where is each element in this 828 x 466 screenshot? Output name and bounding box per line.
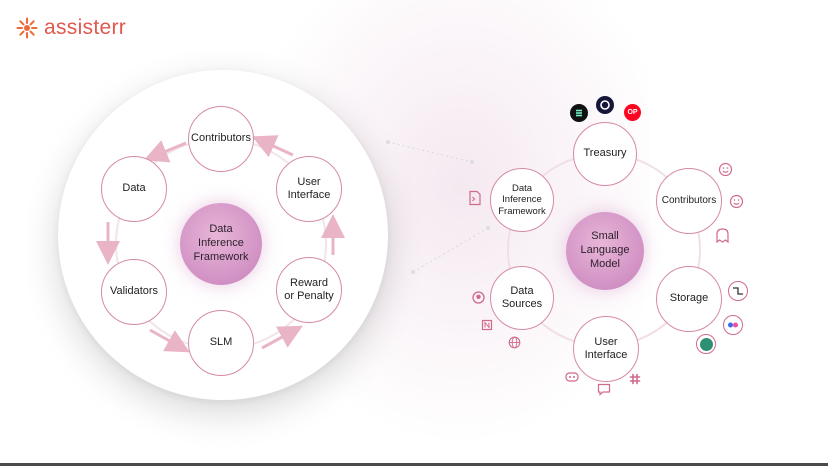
center-slm: Small Language Model: [566, 212, 644, 290]
node-validators: Validators: [101, 259, 167, 325]
arrow-validators-slm: [149, 328, 190, 353]
node-reward-penalty: Reward or Penalty: [276, 257, 342, 323]
github-icon: [472, 291, 485, 304]
op-label: OP: [627, 109, 638, 116]
node-user-interface: User Interface: [276, 156, 342, 222]
node-contributors: Contributors: [188, 106, 254, 172]
notion-icon: [481, 319, 493, 331]
node-dif-right: Data Inference Framework: [490, 168, 554, 232]
node-treasury: Treasury: [573, 122, 637, 186]
sun-logo-icon: [16, 17, 38, 39]
node-contributors-right: Contributors: [656, 168, 722, 234]
ghost-icon: [715, 227, 730, 244]
storage-logo-icon: [728, 281, 748, 301]
node-user-interface-right: User Interface: [573, 316, 639, 382]
smile-face-icon: [718, 162, 733, 177]
slack-icon: [629, 373, 641, 385]
arrow-slm-reward: [261, 325, 303, 350]
ipfs-icon: [696, 334, 716, 354]
center-dif: Data Inference Framework: [180, 203, 262, 285]
smile-face-icon: [729, 194, 744, 209]
bottom-border: [0, 463, 828, 466]
chat-icon: [597, 383, 611, 396]
dots-logo-icon: [723, 315, 743, 335]
circle-logo-icon: [596, 96, 614, 114]
globe-icon: [508, 336, 521, 349]
brand-name: assisterr: [44, 16, 127, 39]
solana-icon: [570, 104, 588, 122]
op-icon: OP: [624, 104, 641, 121]
logo: assisterr: [16, 16, 126, 40]
node-slm: SLM: [188, 310, 254, 376]
terminal-icon: [468, 190, 482, 206]
node-storage: Storage: [656, 266, 722, 332]
discord-icon: [565, 371, 579, 383]
node-data: Data: [101, 156, 167, 222]
arrow-ui-contributors: [251, 135, 294, 158]
arrow-contributors-data: [143, 140, 187, 163]
node-data-sources: Data Sources: [490, 266, 554, 330]
